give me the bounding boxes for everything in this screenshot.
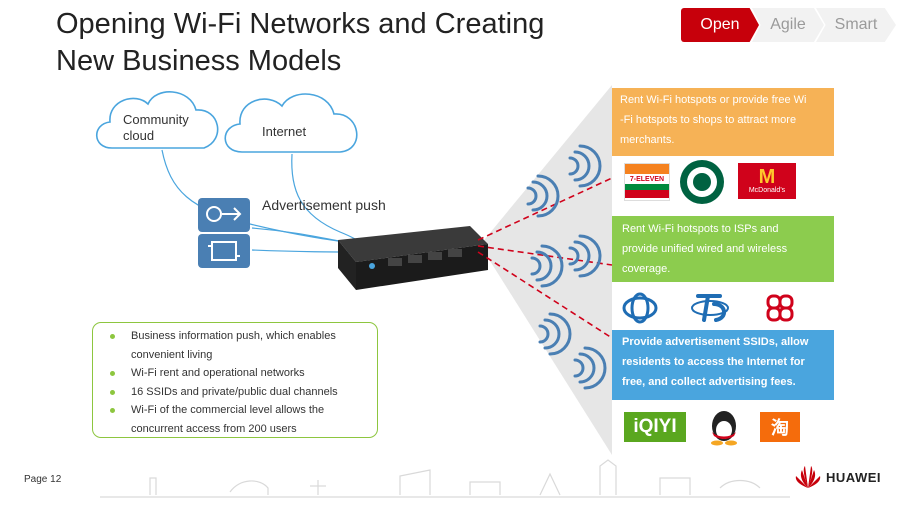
residential-line-2: residents to access the Internet for [622, 356, 805, 368]
wifi-signal-icons [526, 144, 607, 390]
community-cloud-icon [95, 91, 219, 149]
isp-scenario-box: Rent Wi-Fi hotspots to ISPs and provide … [612, 216, 834, 282]
list-item: Wi-Fi rent and operational networks [105, 364, 369, 383]
bullet-icon [110, 389, 115, 395]
retail-line-2: -Fi hotspots to shops to attract more [620, 114, 797, 126]
china-mobile-logo-icon [622, 292, 658, 324]
bullet-icon [110, 371, 115, 376]
qq-logo-icon [711, 411, 737, 446]
page-number: Page 12 [24, 474, 62, 485]
internet-cloud-icon [224, 93, 358, 153]
bullet-icon [110, 408, 115, 413]
residential-scenario-box: Provide advertisement SSIDs, allow resid… [612, 330, 834, 400]
isp-line-3: coverage. [622, 263, 671, 275]
internet-label: Internet [262, 124, 307, 139]
isp-logos [622, 292, 794, 324]
iqiyi-logo: iQIYI [624, 412, 686, 442]
title-line-1: Opening Wi-Fi Networks and Creating [56, 8, 545, 40]
list-item: Business information push, which enables… [105, 327, 369, 364]
server-icon [198, 198, 250, 268]
residential-line-3: free, and collect advertising fees. [622, 376, 796, 388]
list-item: Wi-Fi of the commercial level allows the… [105, 401, 369, 438]
starbucks-logo [680, 160, 724, 204]
list-item: 16 SSIDs and private/public dual channel… [105, 383, 369, 402]
community-cloud-line-2: cloud [123, 128, 155, 143]
mcdonalds-logo: M McDonald's [738, 163, 796, 199]
bullet-icon [110, 334, 115, 339]
isp-line-1: Rent Wi-Fi hotspots to ISPs and [622, 223, 779, 235]
china-telecom-logo-icon [691, 294, 729, 322]
huawei-wordmark: HUAWEI [826, 470, 881, 485]
advertisement-push-label: Advertisement push [262, 197, 386, 213]
seven-eleven-logo: 7-ELEVEN [624, 163, 670, 201]
step-agile: Agile [752, 8, 824, 42]
feature-list: Business information push, which enables… [92, 322, 378, 438]
signal-rays [477, 177, 613, 339]
step-open: Open [681, 8, 759, 42]
retail-line-1: Rent Wi-Fi hotspots or provide free Wi [620, 94, 807, 106]
community-cloud-label: Community cloud [123, 112, 189, 144]
title-line-2: New Business Models [56, 45, 342, 77]
huawei-logo-icon [795, 466, 821, 488]
step-smart: Smart [816, 8, 896, 42]
community-cloud-line-1: Community [123, 112, 189, 127]
china-unicom-logo-icon [766, 294, 794, 322]
isp-line-2: provide unified wired and wireless [622, 243, 788, 255]
retail-scenario-box: Rent Wi-Fi hotspots or provide free Wi -… [612, 88, 834, 156]
taobao-logo: 淘 [760, 412, 800, 442]
retail-line-3: merchants. [620, 134, 675, 146]
residential-line-1: Provide advertisement SSIDs, allow [622, 336, 809, 348]
page-title: Opening Wi-Fi Networks and Creating New … [56, 6, 656, 80]
skyline-decoration [100, 459, 790, 498]
access-point-device [338, 226, 488, 290]
